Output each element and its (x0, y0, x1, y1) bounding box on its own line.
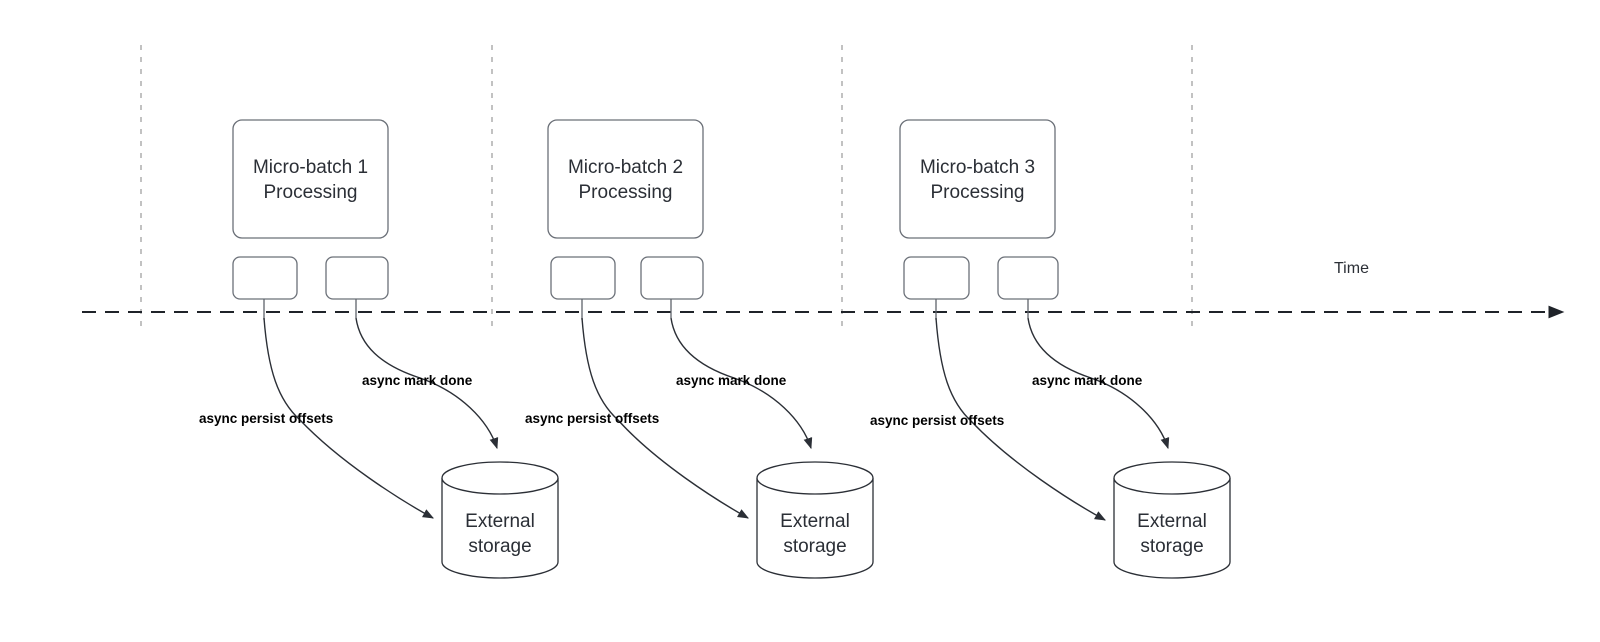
micro-batch-1-label-line2: Processing (264, 182, 358, 203)
group-1-async-mark-done-label: async mark done (362, 373, 473, 388)
group-2-external-storage-label-line1: External (780, 511, 850, 532)
group-1-async-persist-offsets-label: async persist offsets (199, 411, 333, 426)
micro-batch-3-label-line1: Micro-batch 3 (920, 157, 1035, 178)
group-1-external-storage-label-line2: storage (468, 536, 531, 557)
group-1-mark-done-task[interactable] (325, 256, 389, 300)
group-2-async-mark-done-label: async mark done (676, 373, 787, 388)
micro-batch-3-box[interactable] (899, 119, 1056, 239)
time-axis-label: Time (1334, 260, 1369, 277)
micro-batch-3-label-line2: Processing (931, 182, 1025, 203)
group-3: Micro-batch 3 Processing async persist o… (870, 119, 1231, 579)
micro-batch-2-label-line2: Processing (579, 182, 673, 203)
group-2: Micro-batch 2 Processing async persist o… (525, 119, 874, 579)
group-2-external-storage-body[interactable] (756, 478, 874, 579)
group-1-persist-offsets-task[interactable] (232, 256, 298, 300)
micro-batch-2-label-line1: Micro-batch 2 (568, 157, 683, 178)
micro-batch-1-label-line1: Micro-batch 1 (253, 157, 368, 178)
group-1: Micro-batch 1 Processing async persist o… (199, 119, 559, 579)
group-2-async-persist-offsets-arrow (581, 317, 749, 519)
group-3-async-persist-offsets-label: async persist offsets (870, 413, 1004, 428)
group-1-async-mark-done-arrow (355, 317, 499, 450)
group-3-persist-offsets-task[interactable] (903, 256, 970, 300)
group-3-external-storage-body[interactable] (1113, 478, 1231, 579)
group-3-external-storage-top (1113, 461, 1231, 495)
group-2-external-storage-label-line2: storage (783, 536, 846, 557)
group-2-external-storage-top (756, 461, 874, 495)
group-2-async-mark-done-arrow (670, 317, 813, 450)
group-3-async-persist-offsets-arrow (935, 317, 1106, 521)
group-2-mark-done-task[interactable] (640, 256, 704, 300)
group-1-async-persist-offsets-arrow (263, 317, 434, 519)
group-2-async-persist-offsets-label: async persist offsets (525, 411, 659, 426)
group-3-external-storage-label-line1: External (1137, 511, 1207, 532)
group-3-async-mark-done-label: async mark done (1032, 373, 1143, 388)
group-3-mark-done-task[interactable] (997, 256, 1059, 300)
group-2-persist-offsets-task[interactable] (550, 256, 616, 300)
group-3-external-storage-label-line2: storage (1140, 536, 1203, 557)
group-1-external-storage-label-line1: External (465, 511, 535, 532)
group-1-external-storage-body[interactable] (441, 478, 559, 579)
micro-batch-1-box[interactable] (232, 119, 389, 239)
group-1-external-storage-top (441, 461, 559, 495)
micro-batch-2-box[interactable] (547, 119, 704, 239)
group-3-async-mark-done-arrow (1027, 317, 1170, 450)
